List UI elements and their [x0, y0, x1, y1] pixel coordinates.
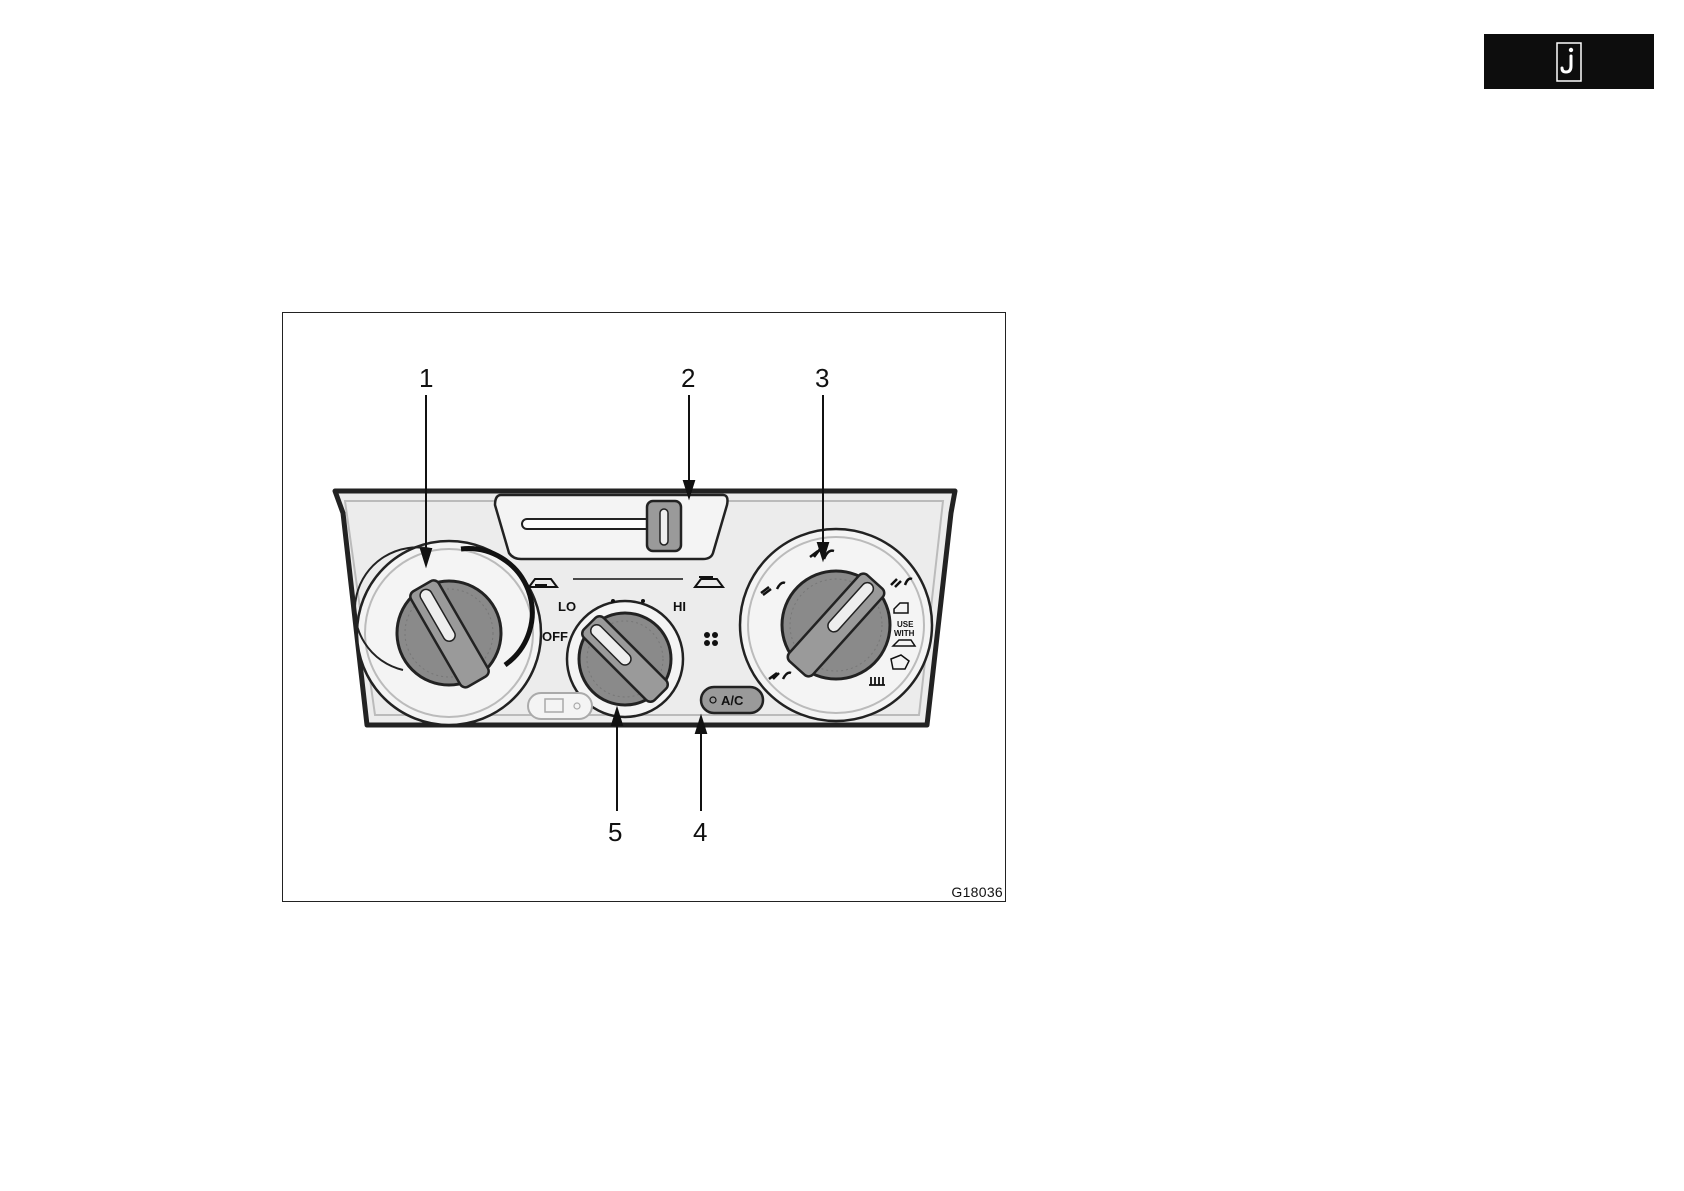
fan-lo-label: LO [558, 599, 576, 614]
figure-code: G18036 [951, 884, 1003, 900]
ac-button-label: A/C [721, 693, 744, 708]
callout-2: 2 [681, 363, 695, 393]
information-question-icon [1556, 42, 1582, 82]
climate-control-panel-illustration: USE WITH LO HI OFF [283, 313, 1007, 903]
rear-defogger-button [528, 693, 592, 719]
mode-with-label: WITH [894, 629, 915, 638]
callout-1: 1 [419, 363, 433, 393]
callout-3: 3 [815, 363, 829, 393]
climate-control-figure: USE WITH LO HI OFF [282, 312, 1006, 902]
callout-5: 5 [608, 817, 622, 847]
callout-4: 4 [693, 817, 707, 847]
mode-use-label: USE [897, 620, 914, 629]
section-tab [1484, 34, 1654, 89]
fan-off-label: OFF [542, 629, 568, 644]
fan-hi-label: HI [673, 599, 686, 614]
